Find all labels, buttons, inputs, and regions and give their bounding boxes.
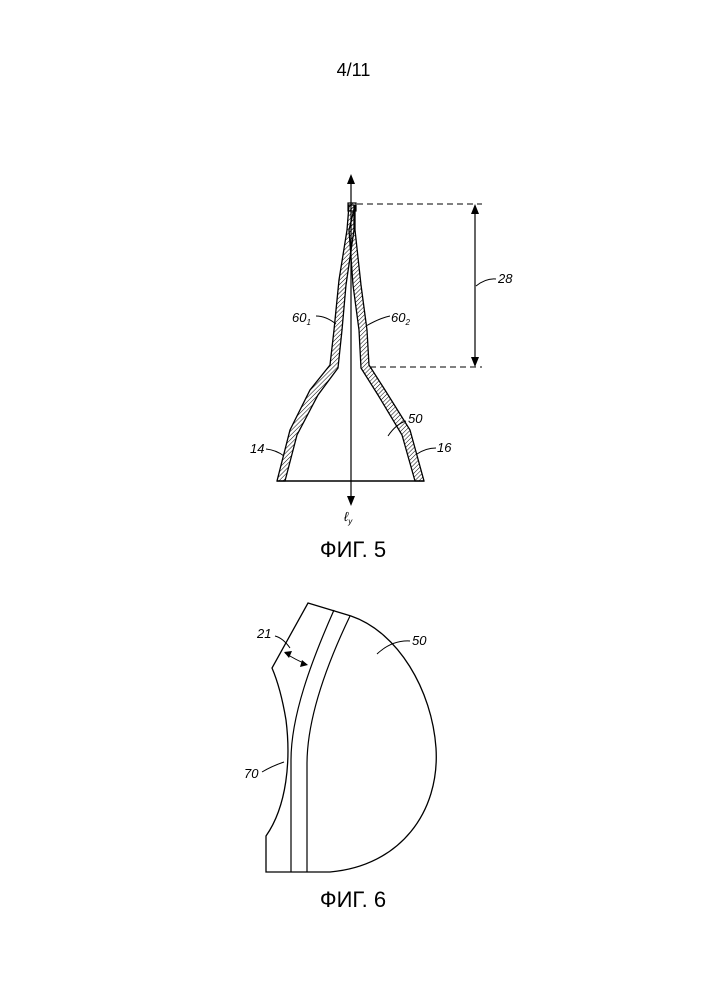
figure-6: 21 50 70 ФИГ. 6 [244, 603, 436, 912]
fig5-leader-28 [476, 279, 496, 286]
fig5-left-wall [277, 205, 354, 481]
fig5-dim-arrow-top [471, 204, 479, 214]
fig5-label-50: 50 [408, 411, 423, 426]
fig5-right-wall [349, 205, 424, 481]
fig5-leader-14 [266, 449, 284, 456]
figure-5: 28 601 602 50 14 16 ℓy ФИГ. 5 [250, 174, 513, 562]
fig6-band-line-inner [307, 616, 350, 872]
fig5-leader-16 [417, 448, 436, 454]
fig6-leader-21 [275, 636, 290, 648]
fig5-axis-label: ℓy [344, 509, 353, 526]
fig5-label-60-2: 602 [391, 310, 410, 327]
fig5-top-cap [348, 203, 356, 211]
fig6-label-50: 50 [412, 633, 427, 648]
fig6-label-70: 70 [244, 766, 259, 781]
fig6-label-21: 21 [256, 626, 271, 641]
fig6-caption: ФИГ. 6 [320, 887, 386, 912]
fig5-leader-60-2 [366, 316, 390, 326]
fig5-label-60-1: 601 [292, 310, 311, 327]
fig5-axis-arrow-up [347, 174, 355, 184]
fig5-leader-60-1 [316, 316, 336, 324]
fig5-label-16: 16 [437, 440, 452, 455]
fig6-leader-50 [377, 641, 410, 654]
fig6-leader-70 [262, 762, 284, 772]
fig5-label-28: 28 [497, 271, 513, 286]
fig5-dim-arrow-bottom [471, 357, 479, 367]
fig6-band-line-outer [291, 610, 334, 872]
fig5-caption: ФИГ. 5 [320, 537, 386, 562]
fig6-thickness-arrowhead-2 [300, 660, 308, 667]
fig5-label-14: 14 [250, 441, 264, 456]
fig5-axis-arrow-down [347, 496, 355, 506]
